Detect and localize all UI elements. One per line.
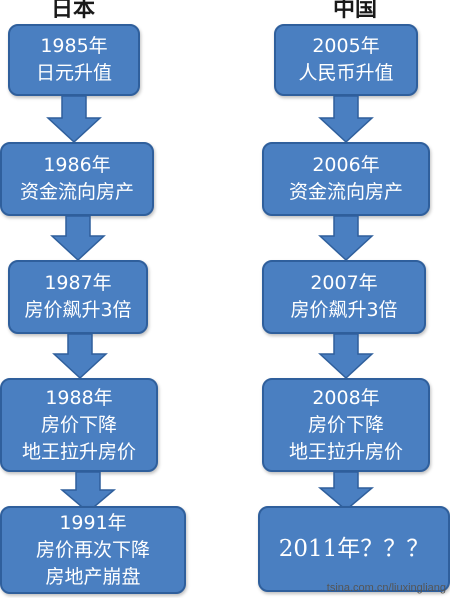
step-line: 资金流向房产 bbox=[288, 181, 403, 203]
step-line: 人民币升值 bbox=[298, 62, 394, 84]
down-arrow-icon bbox=[317, 471, 375, 511]
step-line: 1986年 bbox=[43, 154, 111, 176]
down-arrow-icon bbox=[318, 95, 374, 144]
down-arrow-icon bbox=[50, 215, 106, 262]
china-step-2011: 2011年？？？ bbox=[258, 506, 450, 592]
china-step-2006: 2006年 资金流向房产 bbox=[262, 142, 430, 216]
step-line: 2006年 bbox=[312, 154, 380, 176]
china-column-title: 中国 bbox=[332, 0, 377, 22]
japan-step-1985: 1985年 日元升值 bbox=[8, 24, 140, 96]
down-arrow-icon bbox=[46, 95, 102, 144]
down-arrow-icon bbox=[318, 215, 374, 262]
japan-step-1987: 1987年 房价飙升3倍 bbox=[8, 260, 148, 334]
step-line: 地王拉升房价 bbox=[21, 440, 136, 463]
step-line: 1985年 bbox=[40, 35, 108, 57]
watermark: tsina.com.cn/liuxingliang bbox=[326, 582, 446, 594]
japan-step-1986: 1986年 资金流向房产 bbox=[0, 142, 154, 216]
step-line: 2005年 bbox=[312, 35, 380, 57]
step-line: 房地产崩盘 bbox=[45, 565, 141, 588]
step-line: 房价下降 bbox=[40, 413, 117, 436]
step-line: 2011年？？？ bbox=[278, 535, 430, 562]
japan-step-1988: 1988年 房价下降 地王拉升房价 bbox=[0, 378, 158, 472]
step-line: 房价飙升3倍 bbox=[290, 299, 398, 321]
china-step-2005: 2005年 人民币升值 bbox=[274, 24, 418, 96]
china-step-2007: 2007年 房价飙升3倍 bbox=[262, 260, 426, 334]
step-line: 资金流向房产 bbox=[19, 181, 134, 203]
step-line: 1991年 bbox=[59, 511, 127, 534]
japan-column-title: 日本 bbox=[50, 0, 95, 22]
step-line: 房价再次下降 bbox=[35, 538, 150, 561]
step-line: 1988年 bbox=[45, 386, 113, 409]
step-line: 房价下降 bbox=[307, 413, 384, 436]
step-line: 2008年 bbox=[312, 386, 380, 409]
step-line: 日元升值 bbox=[35, 62, 112, 84]
step-line: 1987年 bbox=[44, 272, 112, 294]
step-line: 房价飙升3倍 bbox=[24, 299, 132, 321]
down-arrow-icon bbox=[59, 471, 117, 513]
step-line: 地王拉升房价 bbox=[288, 440, 403, 463]
japan-step-1991: 1991年 房价再次下降 房地产崩盘 bbox=[0, 506, 186, 594]
down-arrow-icon bbox=[52, 333, 108, 380]
step-line: 2007年 bbox=[310, 272, 378, 294]
china-step-2008: 2008年 房价下降 地王拉升房价 bbox=[262, 378, 430, 472]
down-arrow-icon bbox=[318, 333, 374, 380]
